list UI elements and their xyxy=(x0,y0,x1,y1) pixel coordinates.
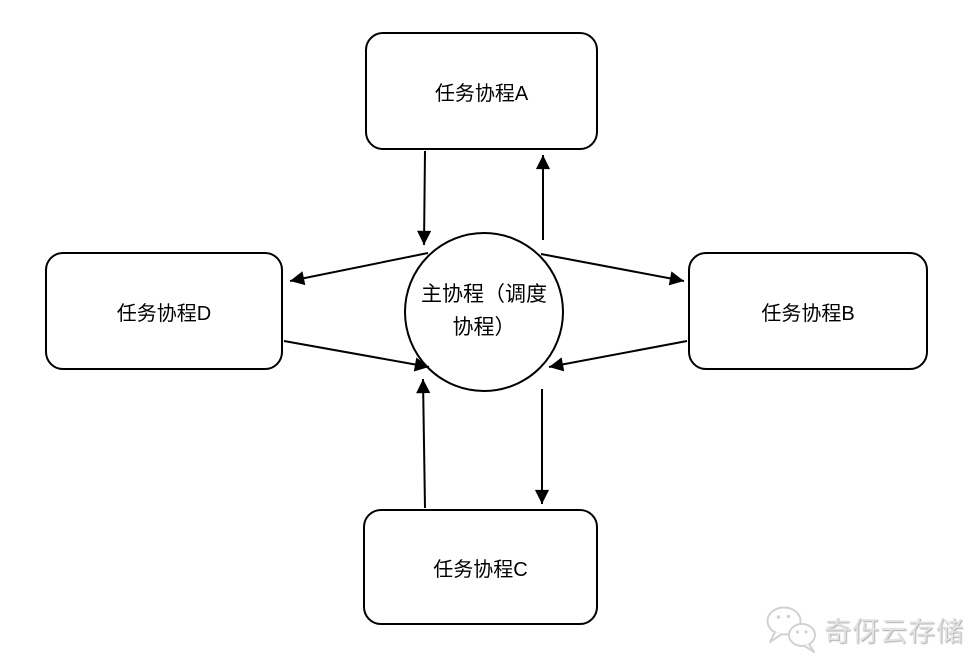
edge-d-to-center xyxy=(283,340,430,372)
edge-a-to-center xyxy=(417,150,432,246)
center-label-line1: 主协程（调度 xyxy=(421,283,547,307)
edge-center-to-b xyxy=(540,253,685,286)
node-task-coroutine-a: 任务协程A xyxy=(365,32,598,150)
wechat-icon xyxy=(766,606,816,653)
node-label: 任务协程D xyxy=(116,302,212,325)
edge-b-to-center xyxy=(548,340,688,372)
edge-c-to-center xyxy=(416,378,431,509)
node-label: 任务协程B xyxy=(761,302,855,325)
node-main-coroutine: 主协程（调度 协程） xyxy=(404,232,564,392)
watermark-text: 奇伢云存储 xyxy=(824,616,964,647)
edge-center-to-d xyxy=(289,252,429,286)
node-task-coroutine-d: 任务协程D xyxy=(45,252,283,370)
node-task-coroutine-c: 任务协程C xyxy=(363,509,598,625)
node-label: 任务协程A xyxy=(434,82,529,105)
node-task-coroutine-b: 任务协程B xyxy=(688,252,928,370)
watermark: 奇伢云存储 xyxy=(762,604,964,654)
center-label-line2: 协程） xyxy=(452,316,516,339)
node-label: 任务协程C xyxy=(433,558,528,581)
